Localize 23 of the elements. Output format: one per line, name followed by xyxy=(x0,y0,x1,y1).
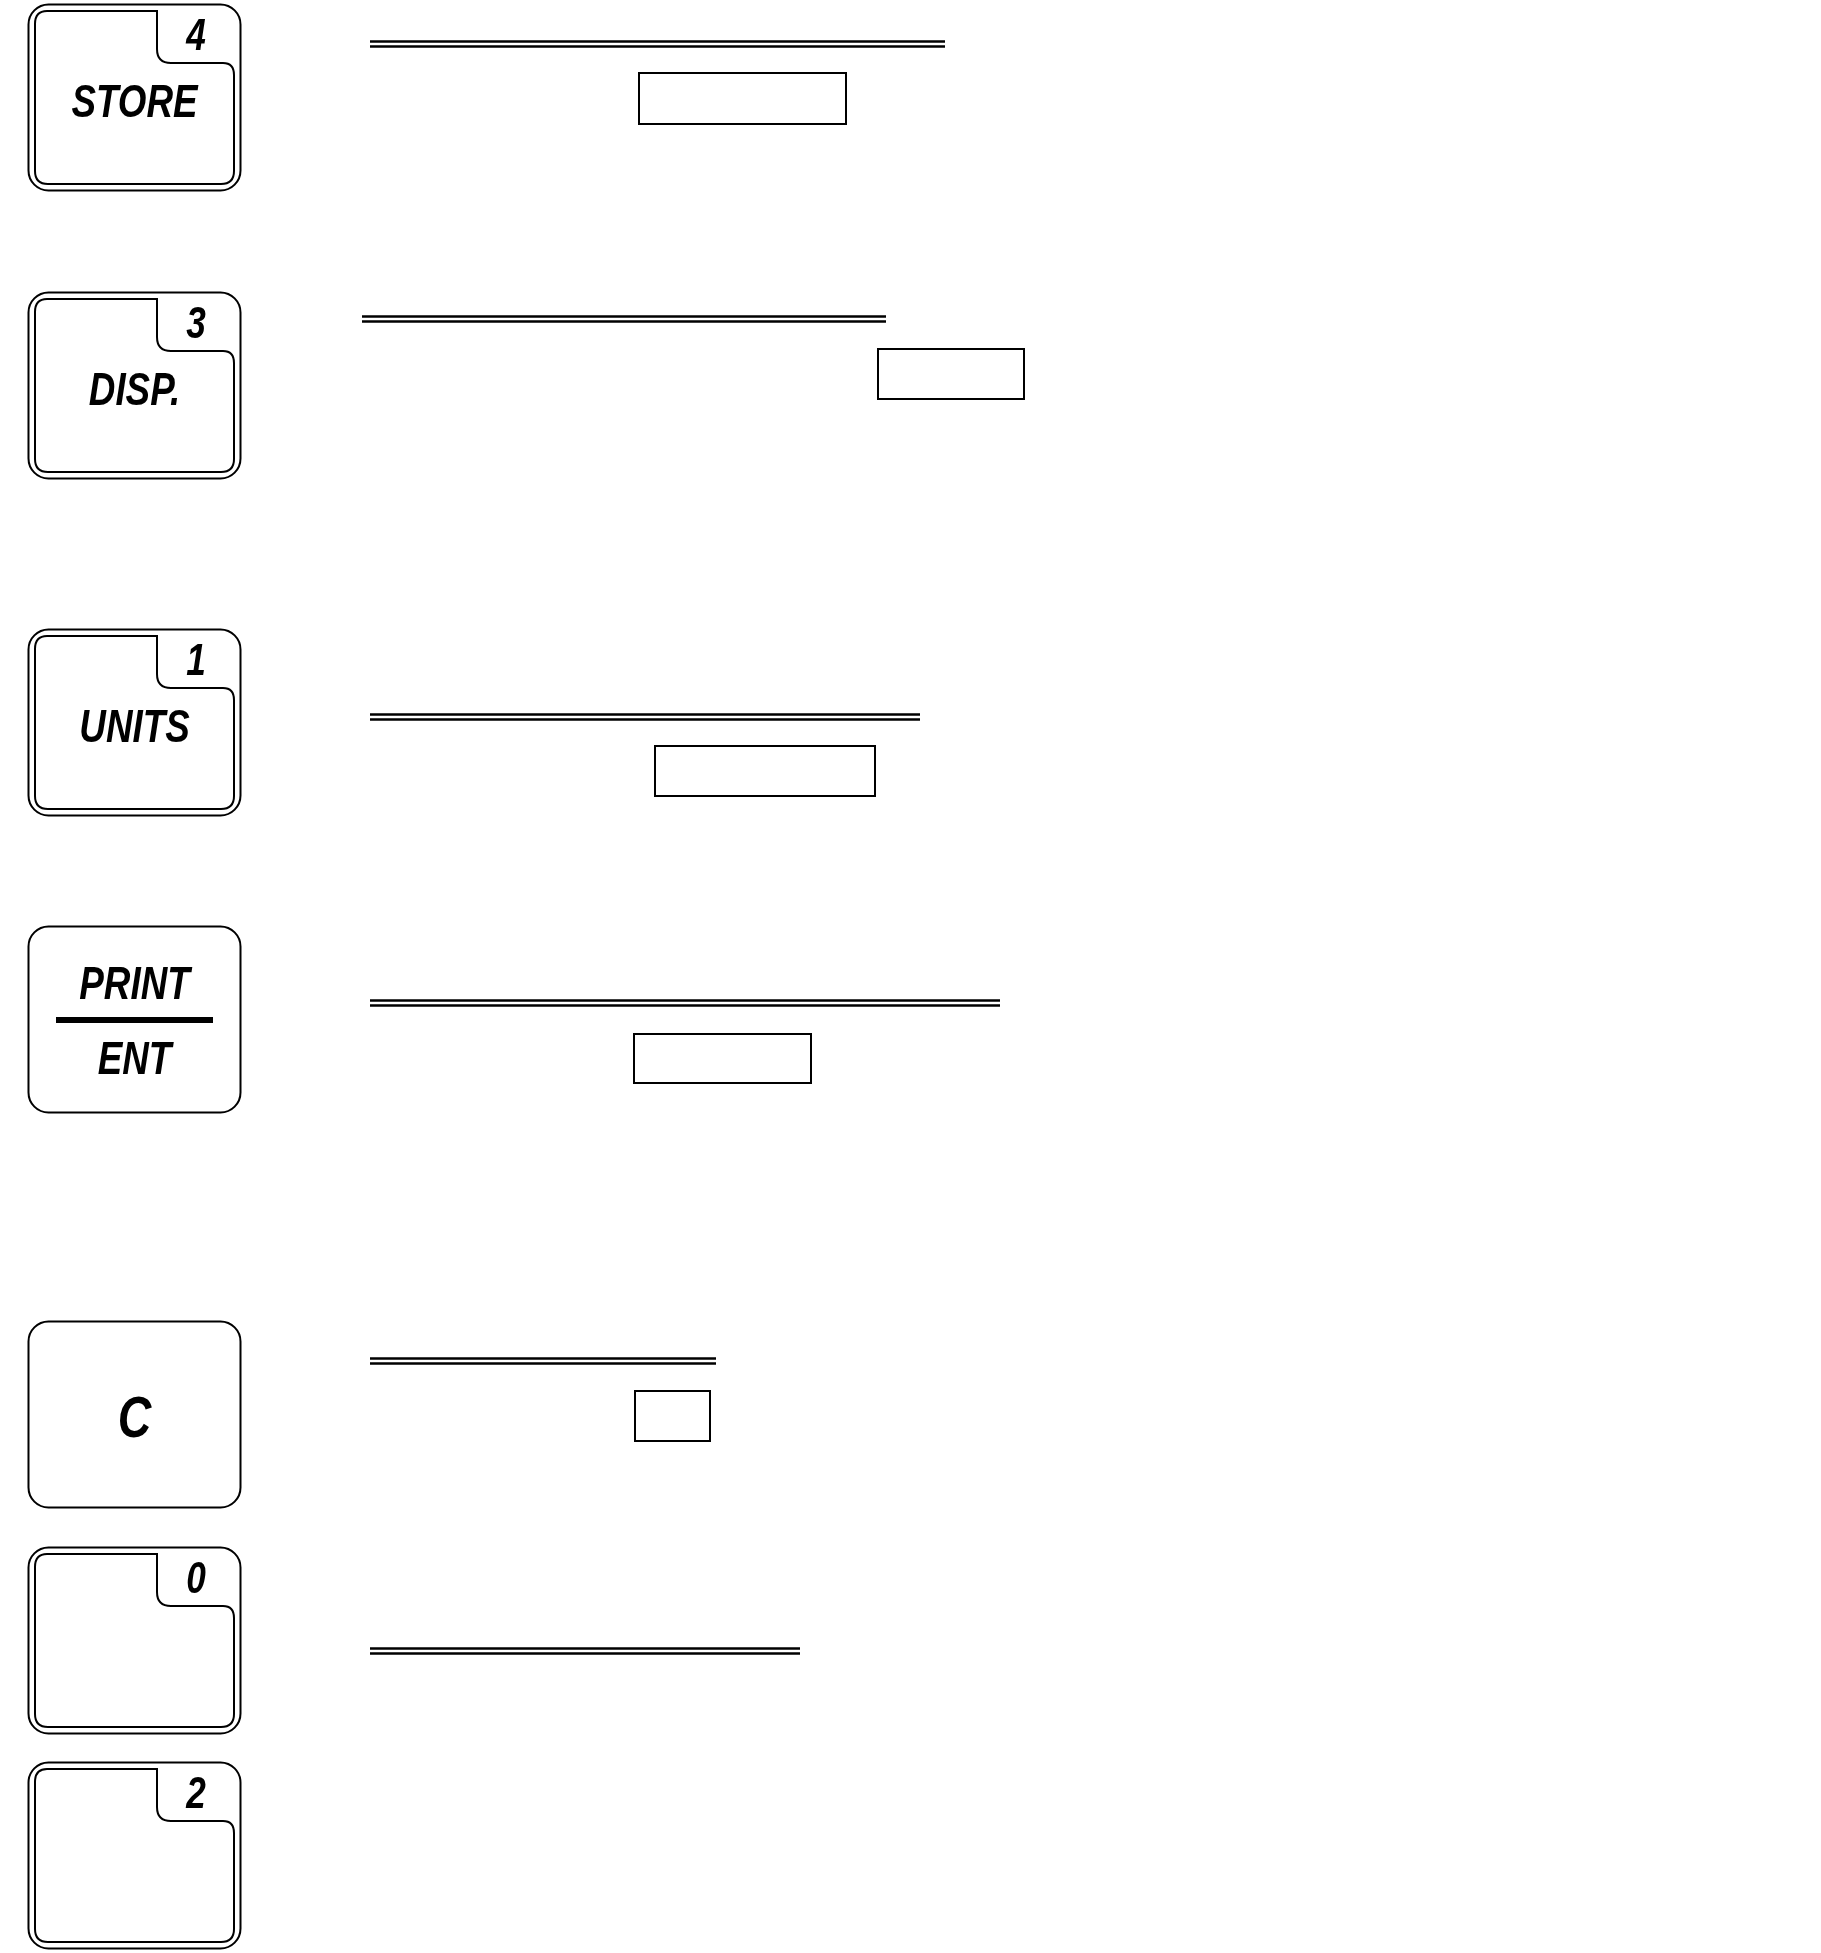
key-label: DISP. xyxy=(87,366,182,412)
blank-box xyxy=(638,72,847,125)
keypad-key xyxy=(27,3,242,192)
key-number: 3 xyxy=(185,301,207,345)
keypad-key xyxy=(27,1761,242,1950)
key-label: UNITS xyxy=(78,703,191,749)
key-number: 1 xyxy=(185,638,207,682)
keypad-key xyxy=(27,1320,242,1509)
blank-box xyxy=(654,745,876,797)
blank-box xyxy=(633,1033,812,1084)
key-number: 0 xyxy=(185,1556,207,1600)
key-number: 4 xyxy=(184,13,207,57)
keypad-key xyxy=(27,291,242,480)
blank-box xyxy=(634,1390,711,1442)
keypad-key xyxy=(27,925,242,1114)
key-number: 2 xyxy=(184,1771,207,1815)
blank-box xyxy=(877,348,1025,400)
key-label: PRINT xyxy=(48,960,221,1006)
keypad-key xyxy=(27,628,242,817)
key-label: C xyxy=(116,1388,153,1446)
keypad-key xyxy=(27,1546,242,1735)
key-label: ENT xyxy=(96,1035,175,1081)
key-label: STORE xyxy=(70,78,200,124)
